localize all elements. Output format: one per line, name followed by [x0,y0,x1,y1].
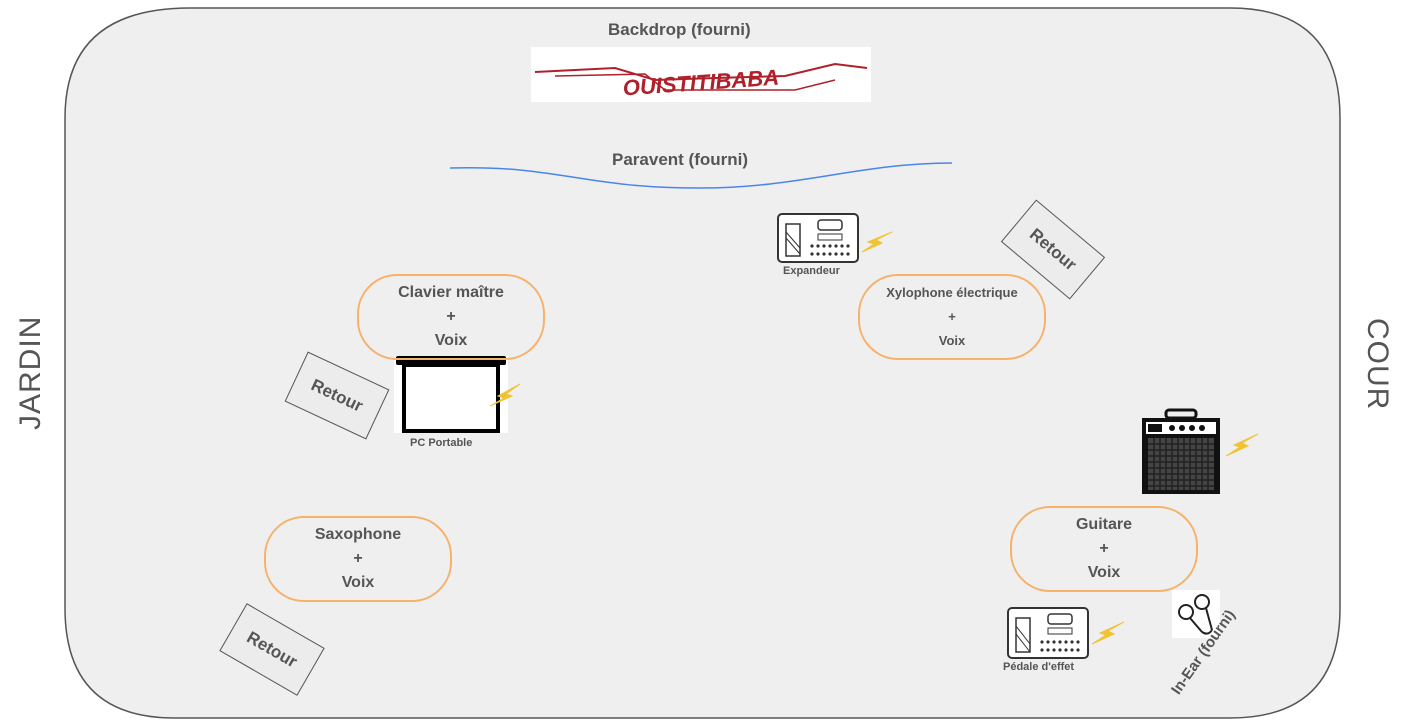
effect-pedal-icon [1007,607,1089,659]
position-xylophone-voice: Voix [938,333,966,348]
effect-pedal-caption: Pédale d'effet [1003,661,1075,673]
position-clavier: Clavier maître + Voix [357,274,545,360]
backdrop-logo-box [531,47,871,102]
paravent-line [449,162,953,189]
position-saxophone: Saxophone + Voix [264,516,452,602]
retour-label: Retour [1026,224,1081,275]
laptop-caption: PC Portable [410,437,473,449]
position-xylophone: Xylophone électrique + Voix [858,274,1046,360]
in-ear-icon [1172,590,1220,638]
expander-icon [777,213,859,263]
position-clavier-plus: + [446,308,456,325]
position-guitare-plus: + [1099,540,1109,557]
power-bolt-icon [489,383,521,407]
power-bolt-icon [1225,433,1259,457]
power-bolt-icon [861,231,893,253]
position-saxophone-voice: Voix [341,574,375,591]
position-clavier-voice: Voix [434,332,468,349]
side-label-jardin: JARDIN [14,315,47,430]
power-bolt-icon [1091,621,1125,645]
position-guitare-voice: Voix [1087,564,1121,581]
retour-label: Retour [243,627,301,671]
retour-label: Retour [308,374,367,416]
position-xylophone-plus: + [948,309,956,324]
position-saxophone-plus: + [353,550,363,567]
position-clavier-instrument: Clavier maître [398,284,504,301]
position-guitare-instrument: Guitare [1075,516,1132,533]
expander-caption: Expandeur [783,265,840,277]
backdrop-label: Backdrop (fourni) [608,20,751,39]
side-label-cour: COUR [1361,318,1394,411]
position-saxophone-instrument: Saxophone [314,526,402,543]
position-xylophone-instrument: Xylophone électrique [886,285,1018,300]
position-guitare: Guitare + Voix [1010,506,1198,592]
laptop-icon [394,356,508,433]
paravent-label: Paravent (fourni) [612,150,749,169]
amplifier-icon [1142,408,1220,494]
